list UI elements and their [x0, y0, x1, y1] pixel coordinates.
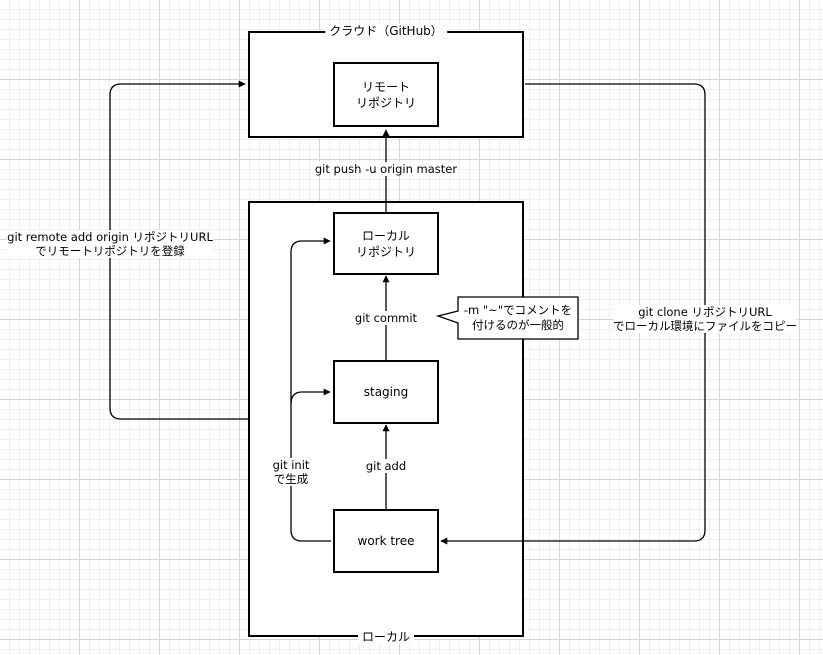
init-to-local-repo-arrow	[290, 237, 331, 542]
work-tree-label: work tree	[357, 534, 415, 548]
init-label-line1: git init	[272, 458, 310, 472]
staging-node: staging	[333, 360, 439, 424]
remote-add-label: git remote add origin リポジトリURL でリモートリポジト…	[7, 230, 213, 258]
commit-label: git commit	[354, 311, 418, 325]
remote-repository-label-line1: リモート	[361, 79, 410, 94]
commit-callout: -m "~"でコメントを 付けるのが一般的	[464, 303, 572, 333]
remote-repository-label-line2: リポジトリ	[355, 95, 416, 110]
commit-callout-line2: 付けるのが一般的	[471, 318, 564, 332]
clone-label-line2: でローカル環境にファイルをコピー	[613, 319, 797, 333]
local-repository-label-line1: ローカル	[361, 228, 410, 243]
local-repository-node: ローカル リポジトリ	[333, 212, 439, 275]
init-label: git init で生成	[272, 458, 310, 486]
work-tree-node: work tree	[333, 509, 439, 573]
add-label: git add	[365, 459, 407, 473]
commit-callout-line1: -m "~"でコメントを	[463, 303, 573, 317]
init-label-line2: で生成	[273, 472, 309, 486]
remote-add-label-line2: でリモートリポジトリを登録	[35, 244, 185, 258]
local-region-title: ローカル	[357, 630, 415, 644]
staging-label: staging	[363, 385, 409, 399]
push-label: git push -u origin master	[314, 162, 458, 176]
clone-label: git clone リポジトリURL でローカル環境にファイルをコピー	[613, 305, 797, 333]
remote-repository-node: リモート リポジトリ	[333, 62, 439, 127]
clone-label-line1: git clone リポジトリURL	[638, 305, 772, 319]
remote-add-label-line1: git remote add origin リポジトリURL	[7, 230, 213, 244]
local-repository-label-line2: リポジトリ	[355, 244, 416, 259]
cloud-region-title: クラウド（GitHub）	[325, 24, 447, 38]
callout-bubble	[435, 296, 579, 340]
init-to-staging-arrow	[290, 388, 331, 405]
